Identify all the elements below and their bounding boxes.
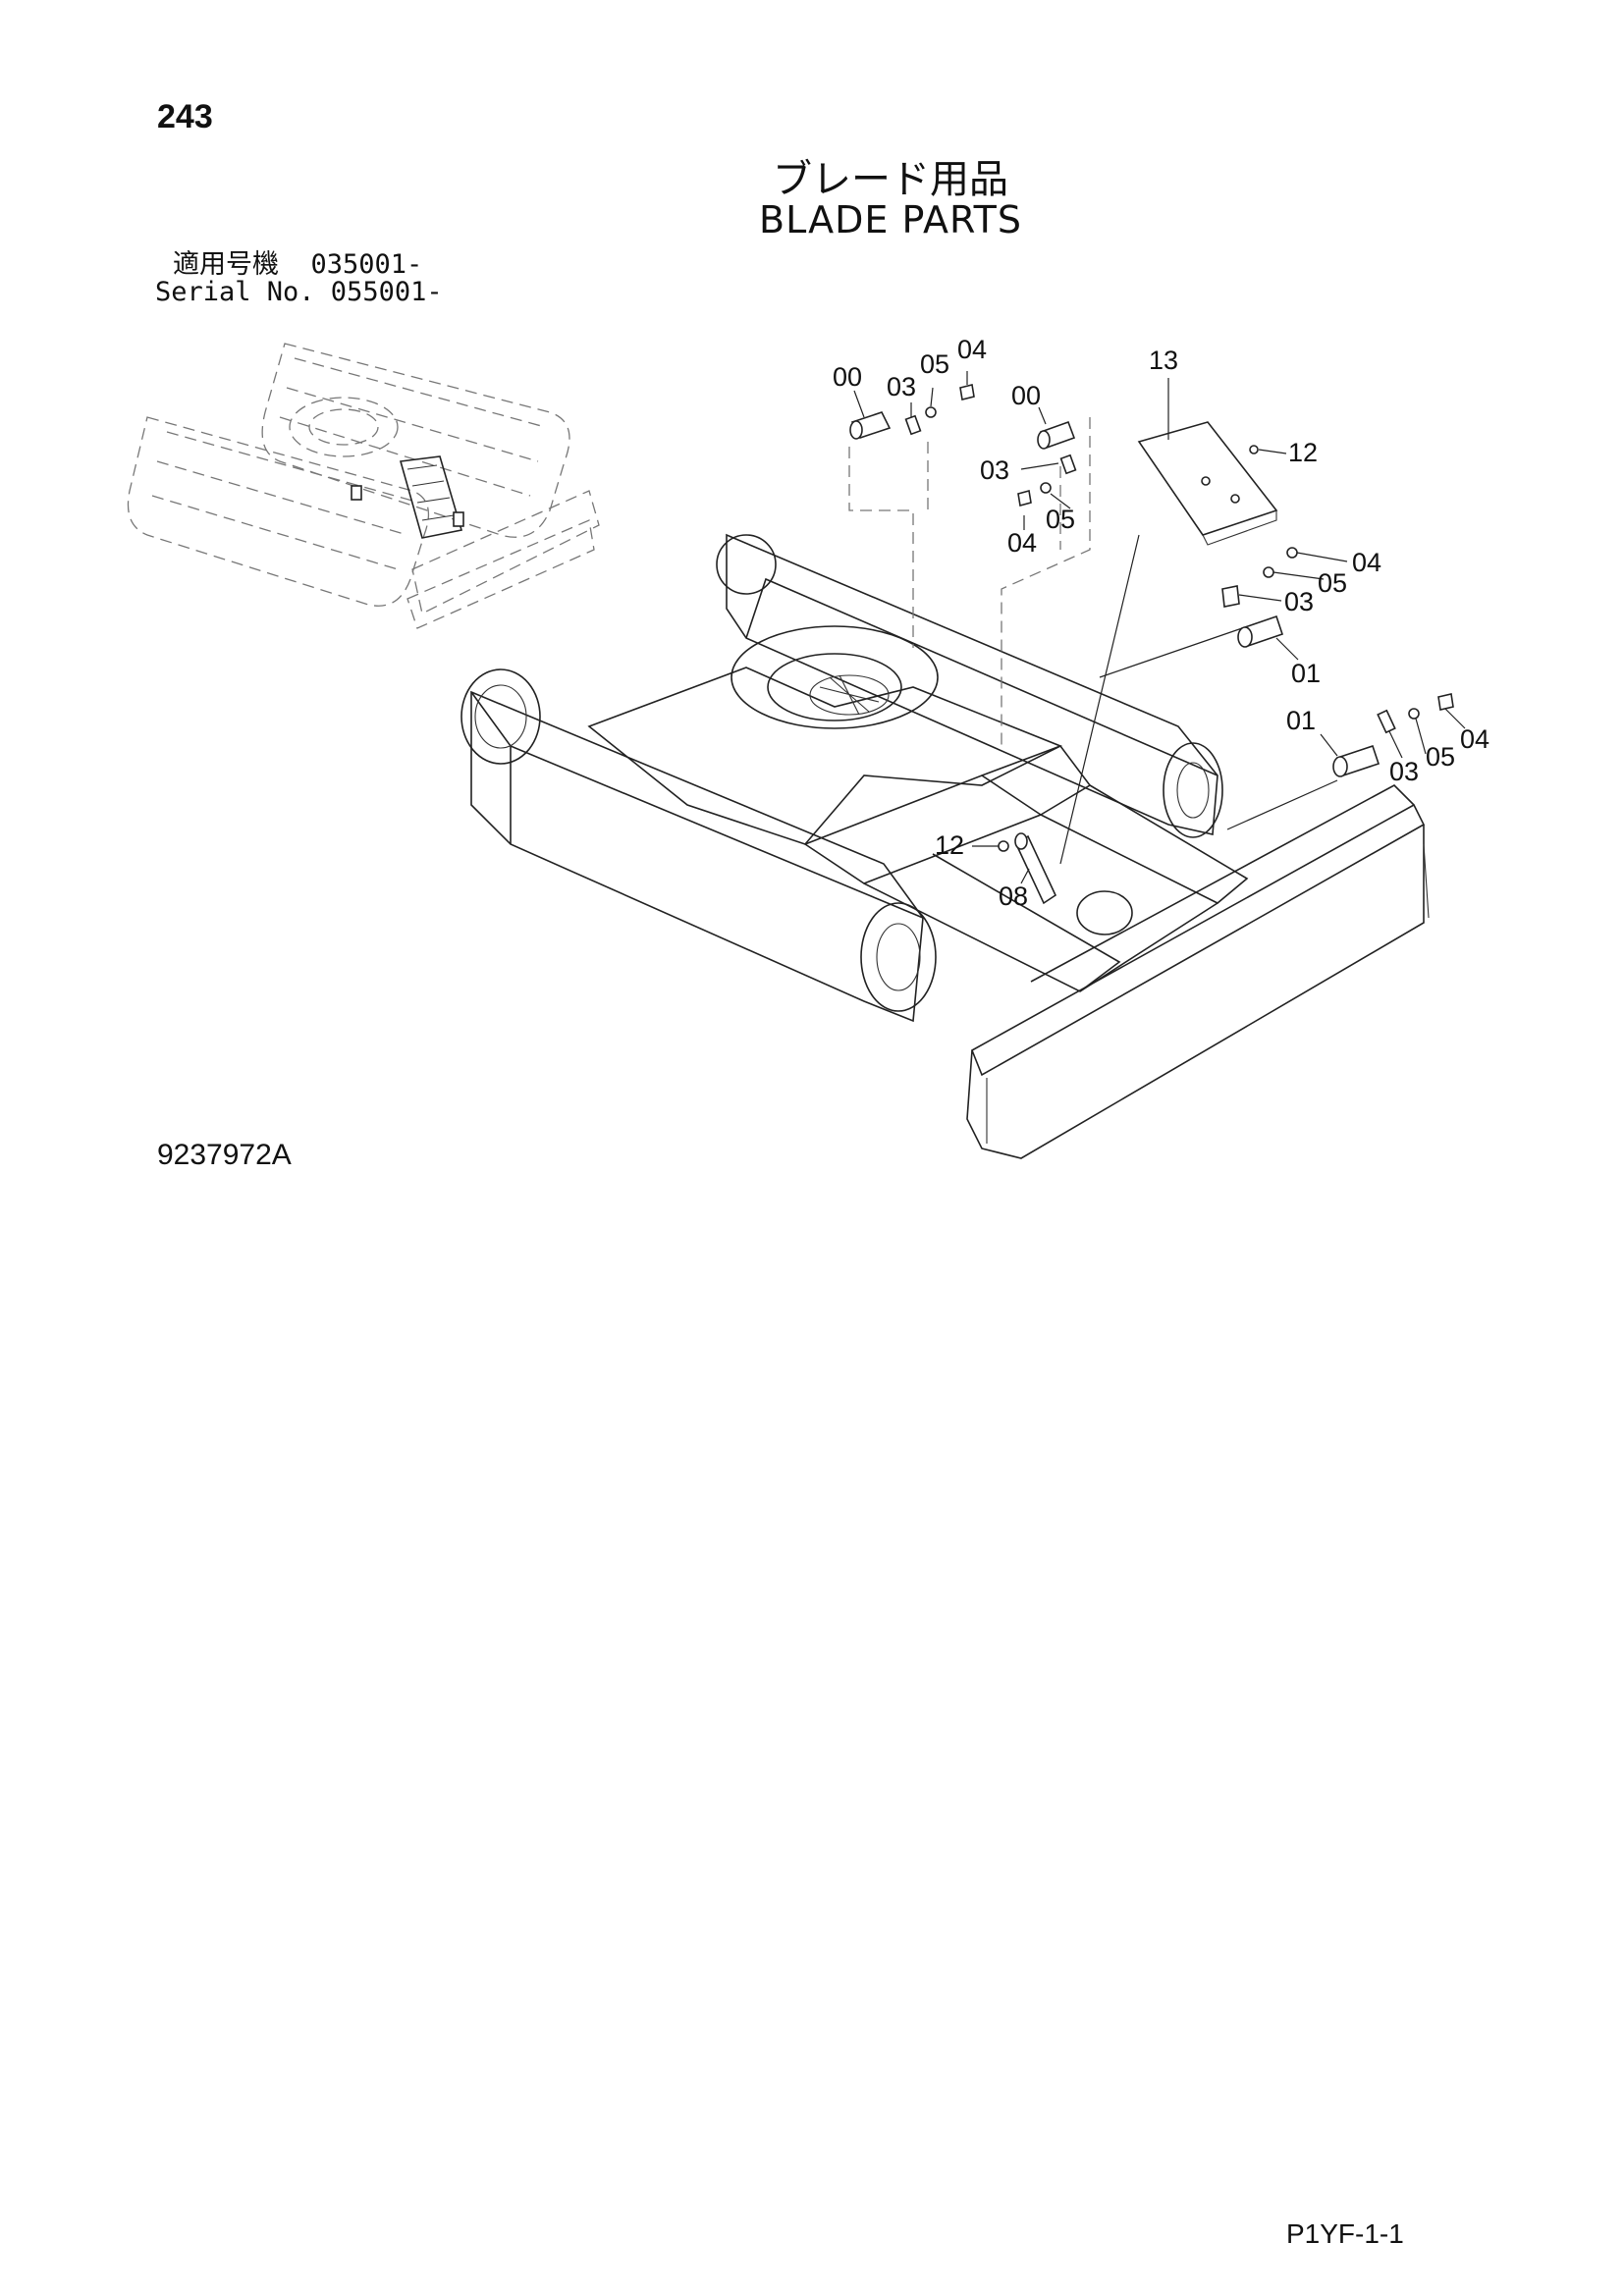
part-13-plate [1059, 378, 1287, 865]
callout-03: 03 [887, 372, 916, 401]
callout-04: 04 [957, 335, 987, 364]
callout-08: 08 [999, 881, 1028, 911]
callout-05: 05 [1426, 742, 1455, 772]
callout-13: 13 [1149, 346, 1178, 375]
parts-group-upper-left [848, 371, 975, 648]
callout-12: 12 [1288, 438, 1318, 467]
callout-00: 00 [1011, 381, 1041, 410]
callout-05: 05 [1046, 505, 1075, 534]
page-number: 243 [157, 98, 213, 135]
callout-03: 03 [1284, 587, 1314, 616]
serial-range-japanese: 適用号機 035001- [173, 249, 423, 280]
page-code: P1YF-1-1 [1286, 2218, 1404, 2249]
parts-group-arm [972, 832, 1057, 905]
callout-01: 01 [1291, 659, 1321, 688]
callout-01: 01 [1286, 706, 1316, 735]
callout-03: 03 [1389, 757, 1419, 786]
drawing-number: 9237972A [157, 1139, 292, 1171]
page-title: BLADE PARTS [759, 198, 1022, 241]
callout-04: 04 [1352, 548, 1381, 577]
parts-group-right-upper [1099, 547, 1348, 678]
parts-group-right-lower [1226, 693, 1466, 830]
callout-04: 04 [1460, 724, 1489, 754]
page-title-japanese: ブレード用品 [773, 157, 1008, 202]
callout-12: 12 [935, 830, 964, 860]
parts-group-upper-center [1001, 406, 1091, 746]
undercarriage-frame [460, 533, 1430, 1159]
callout-05: 05 [1318, 568, 1347, 598]
callout-04: 04 [1007, 528, 1037, 558]
callout-03: 03 [980, 455, 1009, 485]
overview-inset [127, 343, 600, 629]
callout-05: 05 [920, 349, 949, 379]
callout-00: 00 [833, 362, 862, 392]
serial-range: Serial No. 055001- [155, 277, 443, 307]
